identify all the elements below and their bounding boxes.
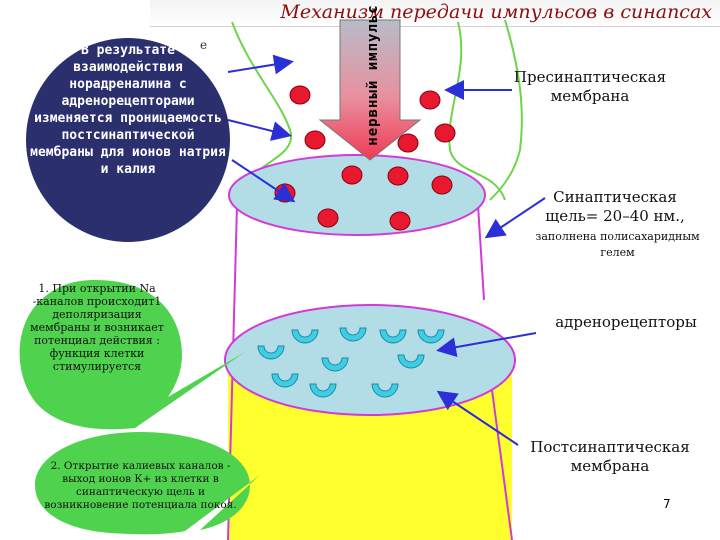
postsynaptic-membrane-ellipse	[224, 304, 516, 416]
vesicle	[289, 85, 311, 105]
receptor	[309, 383, 337, 398]
circle-text: В результате взаимодействия норадреналин…	[30, 43, 226, 177]
receptor	[379, 329, 407, 344]
bubble-1-text: 1. При открытии Na -каналов происходит1 …	[30, 282, 164, 373]
terminal-right-membrane	[477, 204, 485, 301]
vesicle	[317, 208, 339, 228]
presynaptic-outer-right	[489, 19, 523, 201]
receptor	[271, 373, 299, 388]
receptor	[339, 327, 367, 342]
vesicle	[397, 133, 419, 153]
bubble-2-text: 2. Открытие калиевых каналов - выход ион…	[44, 460, 237, 511]
presynaptic-label: Пресинаптическая мембрана	[513, 68, 667, 105]
receptor	[291, 329, 319, 344]
receptor	[257, 345, 285, 360]
callout-bubble-1	[19, 280, 245, 430]
impulse-label: нервный импульс	[330, 4, 416, 145]
vesicle	[431, 175, 453, 195]
vesicle	[387, 166, 409, 186]
arrow-receptor-label	[436, 332, 537, 358]
receptor	[397, 354, 425, 369]
vesicle	[389, 211, 411, 231]
page-title: Механизм передачи импульсов в синапсах	[280, 1, 712, 23]
presynaptic-membrane-ellipse	[228, 154, 486, 236]
presynaptic-outline-right	[448, 21, 506, 201]
impulse-label-text: нервный импульс	[365, 4, 381, 146]
vesicle	[434, 123, 456, 143]
arrow-postsyn-label	[436, 390, 519, 446]
impulse-arrow	[318, 19, 422, 161]
pointer-arrows	[227, 54, 546, 446]
partial-text: е	[200, 38, 208, 52]
arrow-cleft-label	[484, 197, 546, 239]
receptor	[321, 357, 349, 372]
receptor	[371, 383, 399, 398]
arrow-circle-to-vesicle2	[227, 119, 292, 141]
arrow-circle-to-vesicle1	[227, 54, 294, 75]
vesicle	[304, 130, 326, 150]
vesicle	[419, 90, 441, 110]
title-band	[150, 0, 720, 27]
receptors-label: адренорецепторы	[555, 313, 697, 331]
cleft-note: заполнена полисахаридным гелем	[535, 230, 700, 259]
cleft-label: Синаптическая щель= 20–40 нм.,	[545, 188, 685, 225]
postsynaptic-label: Постсинаптическая мембрана	[530, 438, 690, 475]
callout-bubble-2	[35, 432, 260, 535]
page-number: 7	[663, 497, 671, 511]
info-circle	[26, 38, 230, 242]
vesicle	[341, 165, 363, 185]
arrow-circle-to-cleft	[231, 159, 296, 203]
